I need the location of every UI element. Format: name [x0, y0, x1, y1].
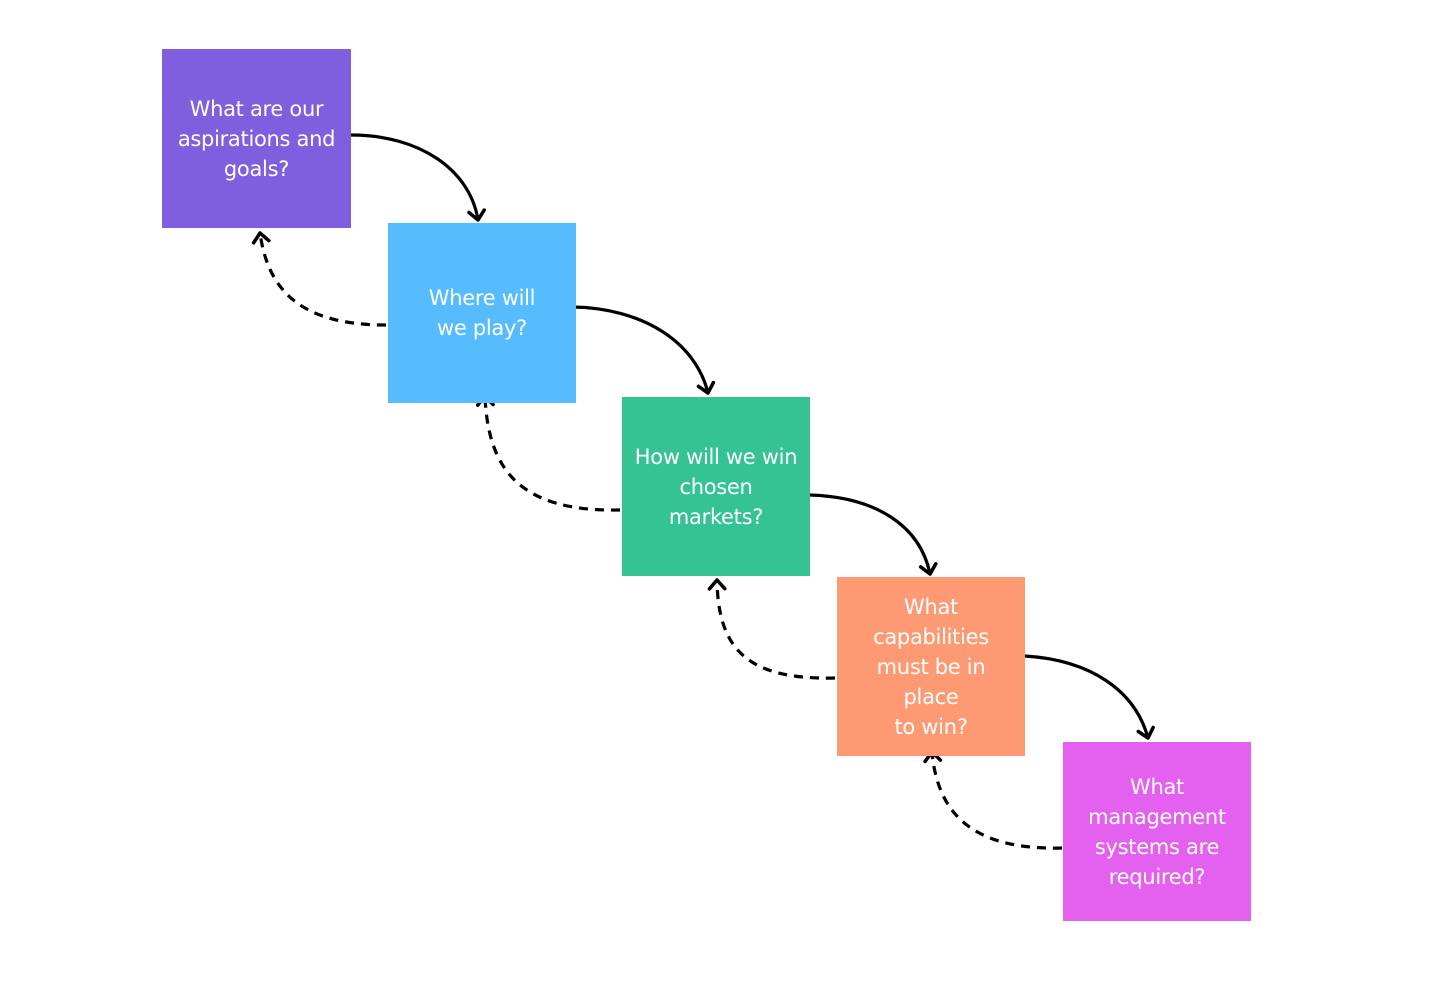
- forward-arrow-aspirations-to-where: [350, 133, 486, 222]
- aspirations-goals-label: What are our aspirations and goals?: [177, 96, 336, 181]
- feedback-arrow-how-to-where: [475, 394, 621, 512]
- management-systems-box: What management systems are required?: [1063, 742, 1251, 921]
- management-systems-label: What management systems are required?: [1088, 774, 1226, 889]
- feedback-arrow-management-to-capabilities: [923, 750, 1063, 850]
- forward-arrow-where-to-how: [572, 305, 716, 395]
- where-to-play-label: Where will we play?: [428, 286, 536, 340]
- how-to-win-box: How will we win chosen markets?: [622, 397, 810, 576]
- forward-arrow-capabilities-to-management: [1024, 654, 1155, 740]
- capabilities-label: What capabilities must be in place to wi…: [873, 594, 989, 739]
- how-to-win-label: How will we win chosen markets?: [634, 444, 798, 529]
- forward-arrow-how-to-capabilities: [809, 493, 938, 576]
- feedback-arrow-capabilities-to-how: [707, 578, 836, 680]
- capabilities-box: What capabilities must be in place to wi…: [837, 577, 1025, 756]
- aspirations-goals-box: What are our aspirations and goals?: [162, 49, 351, 228]
- where-to-play-box: Where will we play?: [388, 223, 576, 403]
- feedback-arrow-where-to-aspirations: [251, 231, 387, 327]
